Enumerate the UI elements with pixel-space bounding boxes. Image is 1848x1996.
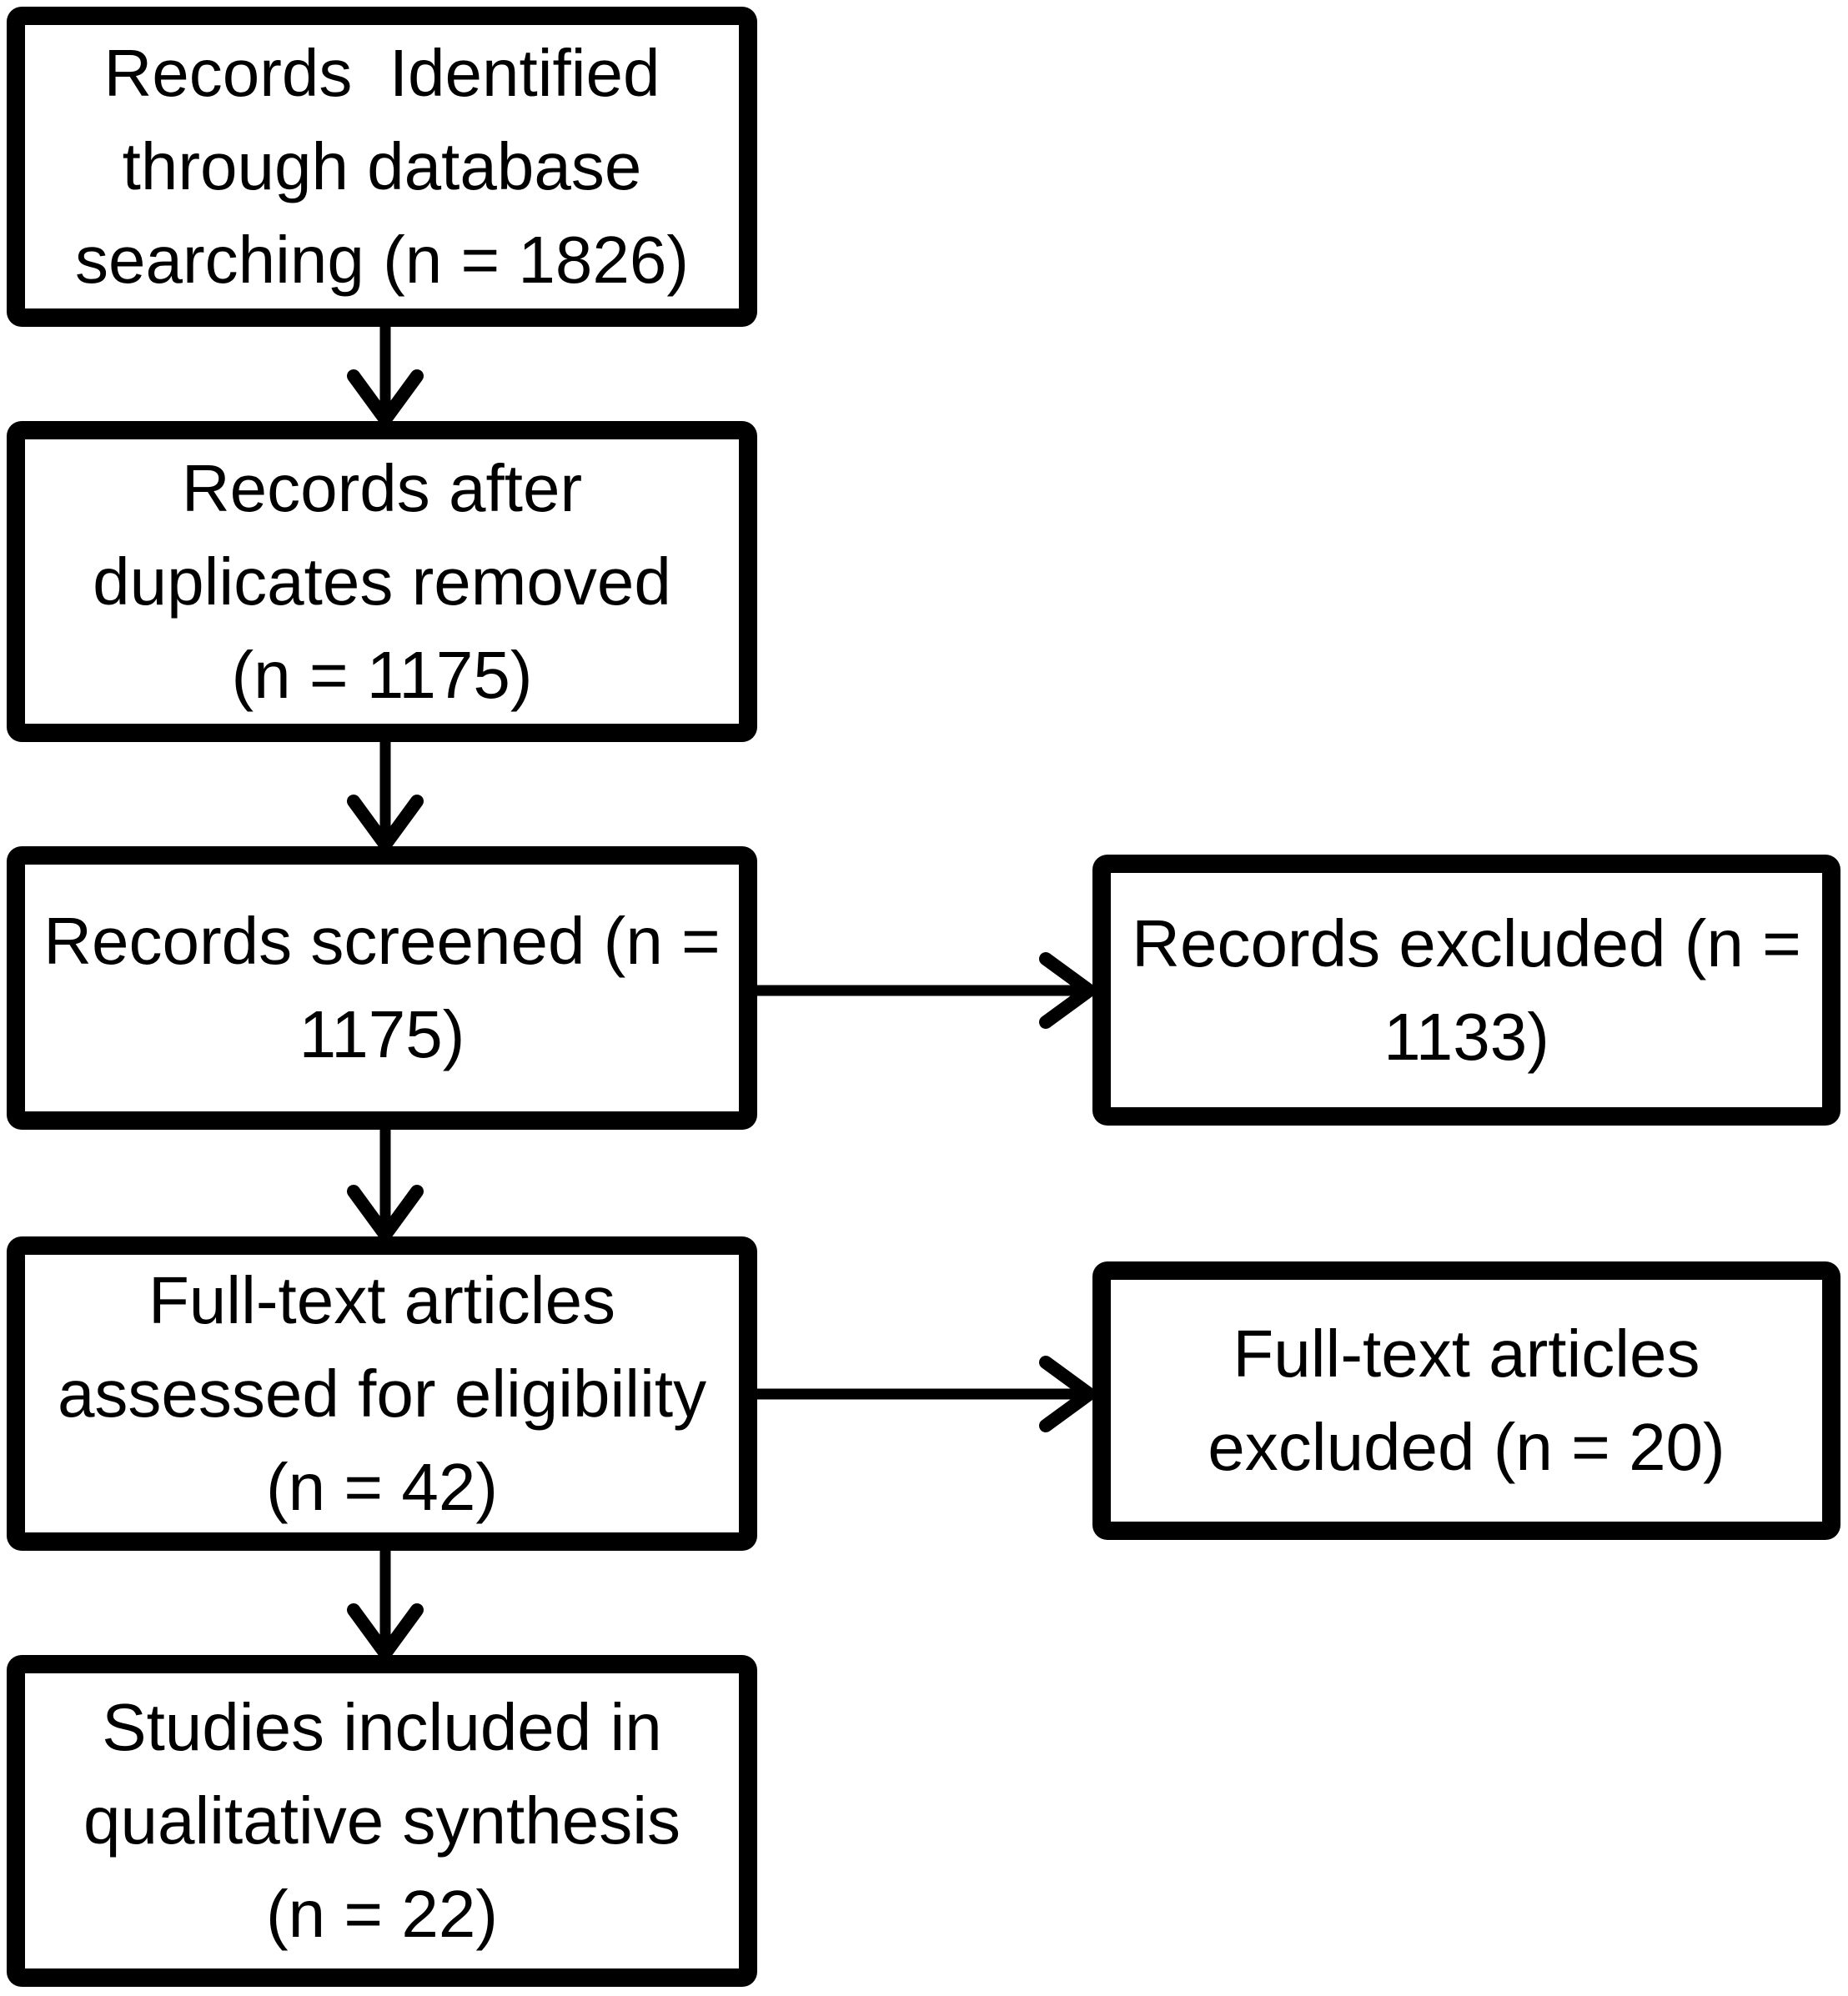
node-records-excluded: Records excluded (n = 1133)	[1092, 855, 1840, 1126]
node-records-screened: Records screened (n = 1175)	[7, 846, 757, 1130]
node-fulltext-articles-excluded: Full-text articles excluded (n = 20)	[1092, 1261, 1840, 1540]
node-records-excluded-label: Records excluded (n = 1133)	[1132, 905, 1801, 1074]
node-fulltext-articles-assessed: Full-text articles assessed for eligibil…	[7, 1236, 757, 1551]
node-studies-included-qualitative-synthesis: Studies included in qualitative synthesi…	[7, 1655, 757, 1987]
node-records-after-duplicates-removed-label: Records after duplicates removed (n = 11…	[93, 450, 671, 712]
node-studies-included-qualitative-synthesis-label: Studies included in qualitative synthesi…	[83, 1690, 680, 1951]
arrow-screened-to-records-excluded	[756, 952, 1096, 1029]
arrow-identified-to-deduplicated	[347, 325, 424, 426]
arrow-fulltext-assessed-to-fulltext-excluded	[756, 1356, 1096, 1432]
arrow-fulltext-assessed-to-included	[347, 1549, 424, 1660]
node-records-after-duplicates-removed: Records after duplicates removed (n = 11…	[7, 421, 757, 742]
node-records-identified-label: Records Identified through database sear…	[74, 36, 689, 297]
arrow-deduplicated-to-screened	[347, 740, 424, 851]
arrow-screened-to-fulltext-assessed	[347, 1128, 424, 1241]
node-records-screened-label: Records screened (n = 1175)	[43, 904, 721, 1071]
node-fulltext-articles-assessed-label: Full-text articles assessed for eligibil…	[57, 1262, 707, 1524]
node-fulltext-articles-excluded-label: Full-text articles excluded (n = 20)	[1208, 1316, 1725, 1484]
node-records-identified: Records Identified through database sear…	[7, 7, 757, 327]
